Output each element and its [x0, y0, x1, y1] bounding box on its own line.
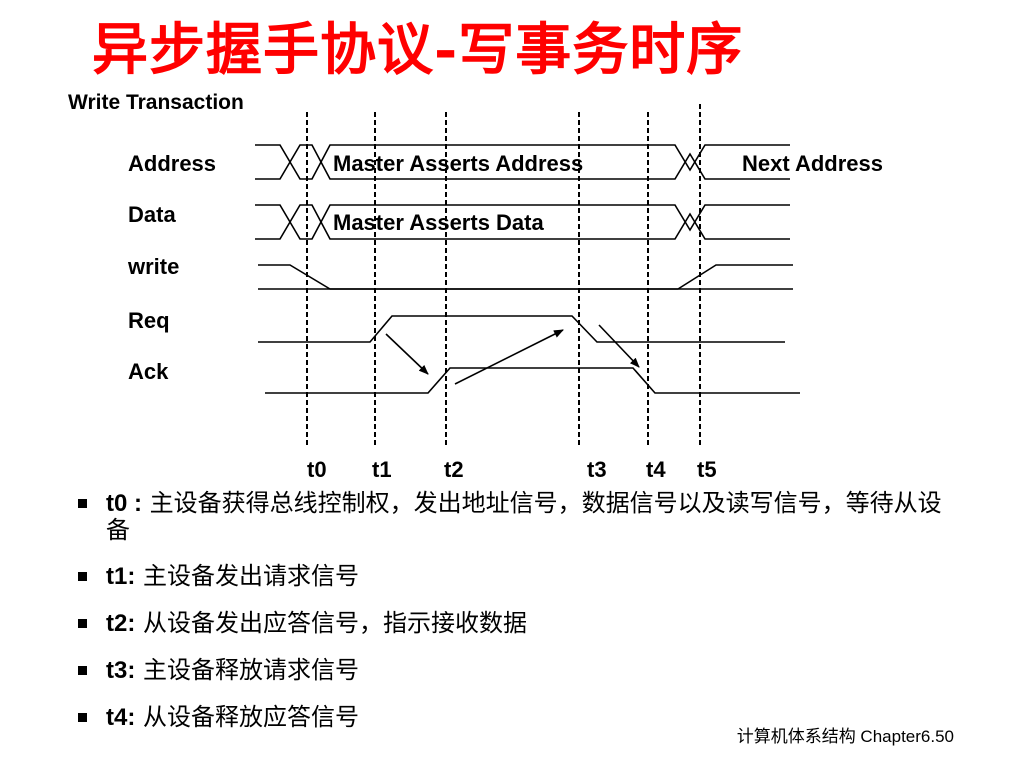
list-item: t2: 从设备发出应答信号，指示接收数据 [78, 610, 958, 637]
list-item: t1: 主设备发出请求信号 [78, 563, 958, 590]
address-waveform [255, 144, 790, 180]
bullet-label: t1: [106, 563, 136, 590]
annotation-master-address: Master Asserts Address [333, 151, 583, 176]
data-waveform [255, 204, 790, 240]
explanation-list: t0 : 主设备获得总线控制权，发出地址信号，数据信号以及读写信号，等待从设备 … [78, 490, 958, 751]
bullet-square-icon [78, 572, 87, 581]
bullet-label: t4: [106, 704, 136, 731]
bullet-label: t3: [106, 657, 136, 684]
time-label-t0: t0 [307, 457, 327, 482]
bullet-square-icon [78, 713, 87, 722]
time-labels: t0 t1 t2 t3 t4 t5 [307, 457, 717, 482]
ack-waveform [265, 367, 800, 394]
signal-label-write: write [127, 254, 179, 279]
arrow-req-release-to-ack-release [598, 324, 640, 368]
list-item: t3: 主设备释放请求信号 [78, 657, 958, 684]
arrow-ack-to-req-release [454, 329, 564, 385]
signal-label-address: Address [128, 151, 216, 176]
time-label-t3: t3 [587, 457, 607, 482]
list-item: t4: 从设备释放应答信号 [78, 704, 958, 731]
bullet-square-icon [78, 666, 87, 675]
signal-label-ack: Ack [128, 359, 169, 384]
slide-title: 异步握手协议-写事务时序 [92, 17, 744, 83]
bullet-square-icon [78, 619, 87, 628]
signal-label-data: Data [128, 202, 176, 227]
bullet-text: 主设备发出请求信号 [142, 562, 359, 590]
signal-label-req: Req [128, 308, 170, 333]
annotation-next-address: Next Address [742, 151, 883, 176]
list-item: t0 : 主设备获得总线控制权，发出地址信号，数据信号以及读写信号，等待从设备 [78, 490, 958, 543]
bullet-label: t0 : [106, 490, 142, 517]
time-label-t1: t1 [372, 457, 392, 482]
bullet-text: 从设备发出应答信号，指示接收数据 [142, 609, 527, 637]
slide-footer: 计算机体系结构 Chapter6.50 [736, 727, 954, 746]
bullet-text: 主设备释放请求信号 [142, 656, 359, 684]
bullet-square-icon [78, 499, 87, 508]
timing-diagram: Address Data write Req Ack Master Assert… [127, 104, 883, 482]
annotation-master-data: Master Asserts Data [333, 210, 544, 235]
bullet-label: t2: [106, 610, 136, 637]
waveforms [255, 144, 800, 394]
arrow-req-to-ack [385, 333, 429, 375]
signal-labels: Address Data write Req Ack [127, 151, 216, 384]
bullet-text: 从设备释放应答信号 [142, 703, 359, 731]
time-label-t4: t4 [646, 457, 666, 482]
bullet-text: 主设备获得总线控制权，发出地址信号，数据信号以及读写信号，等待从设备 [106, 489, 942, 544]
handshake-arrows [385, 324, 640, 385]
time-label-t5: t5 [697, 457, 717, 482]
write-waveform [258, 264, 793, 290]
diagram-subtitle: Write Transaction [68, 91, 244, 114]
req-waveform [258, 315, 785, 343]
time-label-t2: t2 [444, 457, 464, 482]
